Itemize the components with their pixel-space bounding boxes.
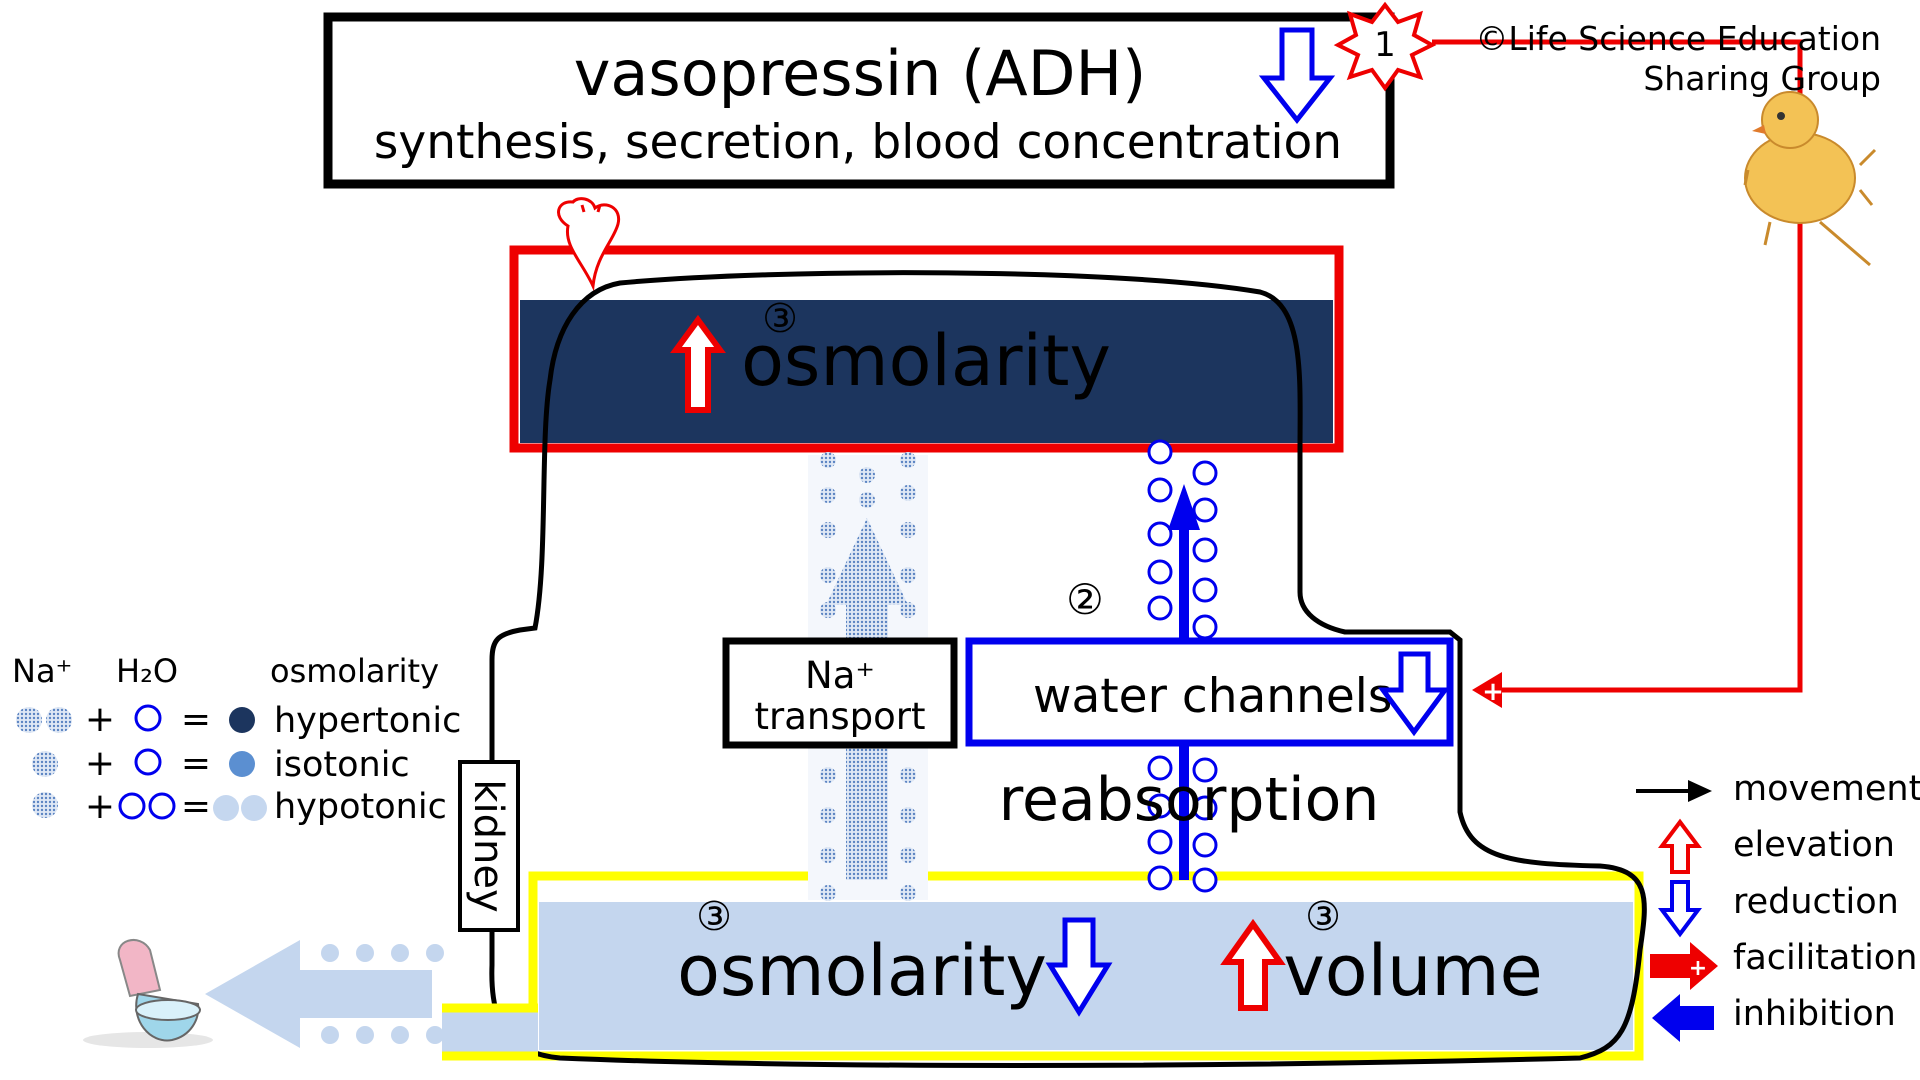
copyright-line2: Sharing Group	[1643, 59, 1881, 98]
starburst-icon: 1	[1333, 1, 1437, 92]
legend-facilitation: facilitation	[1733, 938, 1917, 978]
urine-marker-right: ③	[1305, 894, 1341, 940]
urine-marker-left: ③	[696, 894, 732, 940]
kidney-label: kidney	[465, 779, 511, 912]
legend-equals: =	[181, 786, 211, 827]
step1-label: 1	[1374, 25, 1396, 65]
legend-equals: =	[181, 743, 211, 784]
water-particles	[1147, 439, 1218, 893]
blood-elevation-arrow	[670, 314, 726, 413]
inhibition-icon	[1652, 994, 1714, 1042]
na-transport-line2: transport	[755, 695, 926, 738]
legend-hypotonic: hypotonic	[274, 787, 447, 827]
sodium-particles	[820, 452, 916, 901]
blood-osmolarity-label: osmolarity	[741, 320, 1111, 402]
reabsorption-label: reabsorption	[999, 765, 1380, 835]
blood-marker: ③	[762, 296, 798, 342]
adh-title: vasopressin (ADH)	[574, 37, 1147, 110]
legend-movement: movement	[1733, 769, 1920, 809]
chick-illustration	[1743, 91, 1877, 267]
legend-hypertonic: hypertonic	[274, 701, 461, 741]
water-channels-label: water channels	[1033, 669, 1392, 724]
heart-icon	[557, 197, 621, 292]
facilitation-plus: +	[1482, 677, 1504, 707]
na-transport-box: Na⁺ transport	[722, 637, 958, 749]
toilet-icon	[83, 939, 213, 1048]
kidney-outline	[489, 270, 1647, 1068]
movement-icon	[1688, 780, 1712, 802]
blood-compartment	[509, 245, 1344, 453]
urine-outflow-arrow	[205, 940, 432, 1048]
legend-isotonic: isotonic	[274, 745, 410, 785]
na-transport-line1: Na⁺	[805, 654, 875, 697]
legend-plus: +	[85, 786, 115, 827]
urine-outflow	[205, 940, 538, 1061]
copyright-line1: ©Life Science Education	[1475, 19, 1881, 58]
reduction-icon	[1658, 880, 1702, 938]
legend-header-osmolarity: osmolarity	[270, 652, 439, 690]
legend-reduction: reduction	[1733, 882, 1899, 922]
water-channels-box: water channels	[965, 637, 1454, 747]
facilitation-icon	[1650, 942, 1718, 990]
facilitation-icon-plus: +	[1689, 956, 1707, 981]
facilitation-arrowhead	[1472, 672, 1502, 708]
step2-marker: ②	[1066, 575, 1104, 624]
kidney-label-box: kidney	[458, 760, 520, 932]
legend-equals: =	[181, 699, 211, 740]
legend-plus: +	[85, 699, 115, 740]
urine-volume-elevation-arrow	[1220, 918, 1286, 1011]
elevation-icon	[1658, 818, 1702, 874]
adh-box: vasopressin (ADH) synthesis, secretion, …	[323, 12, 1395, 189]
urine-volume-label: volume	[1283, 930, 1542, 1012]
legend-plus: +	[85, 743, 115, 784]
legend-elevation: elevation	[1733, 825, 1895, 865]
arrow-legend: movement elevation reduction + facilitat…	[1636, 769, 1920, 1042]
urine-reduction-arrow	[1045, 917, 1113, 1017]
facilitation-path: +	[1432, 39, 1803, 708]
legend-header-na: Na⁺	[12, 652, 72, 690]
solute-legend: Na⁺ H₂O osmolarity + = hypertonic + = is…	[12, 652, 461, 827]
water-channels-reduction-arrow	[1378, 651, 1450, 737]
legend-inhibition: inhibition	[1733, 994, 1896, 1034]
urine-osmolarity-label: osmolarity	[677, 930, 1047, 1012]
adh-subtitle: synthesis, secretion, blood concentratio…	[374, 115, 1342, 170]
adh-reduction-arrow	[1258, 27, 1336, 125]
legend-header-h2o: H₂O	[116, 652, 178, 690]
